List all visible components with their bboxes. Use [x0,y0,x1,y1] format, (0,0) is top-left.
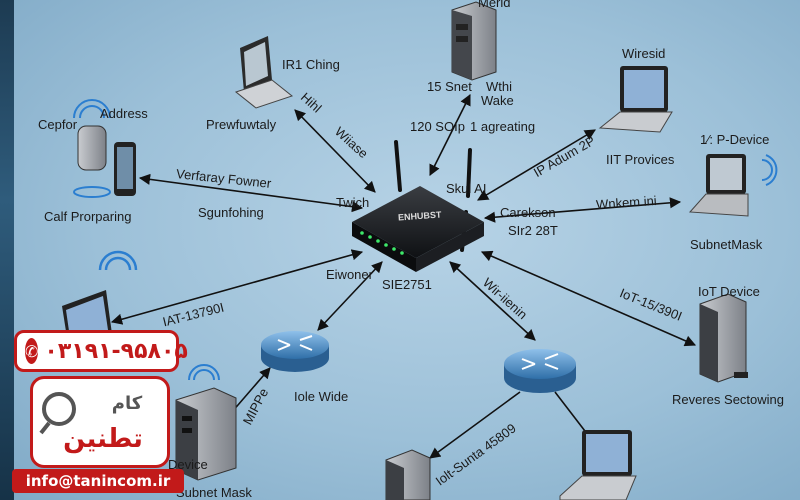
phone-icon: ✆ [25,338,39,364]
edge-switch-left [317,261,383,331]
edge-server-top [429,93,471,177]
laptop-topleft-label-1: IR1 Ching [282,57,340,72]
connection-lines [110,93,697,459]
hub-label: SIE2751 [382,277,432,292]
logo-main-text: تطنين [63,424,143,454]
edge-bottom-pc [429,391,521,459]
phone-left-label-2: Address [100,106,148,121]
laptop-bottom[interactable] [559,430,637,500]
pc-left-label-3: Subnet Mask [176,485,252,500]
iot-topright-label-1: 1∕: P-Device [700,132,770,147]
iot-device-right[interactable] [699,293,748,383]
edge-switch-right [449,261,536,341]
laptop-iot-topright[interactable] [688,154,778,217]
edge-iot-topright [483,197,682,223]
switch-right[interactable] [504,349,576,393]
edge-label-iot-tr-2: Carekson [500,205,556,220]
laptop-wiresid[interactable] [598,66,673,133]
edge-label-server-2: 1 agreating [470,119,536,134]
laptop-topleft[interactable] [234,36,294,109]
switch-left[interactable] [261,331,329,372]
router-hub[interactable] [352,140,484,272]
server-top[interactable] [451,1,497,81]
edge-label-iot-tr-3: SIr2 28T [508,223,558,238]
edge-label-hub-right: Skul AI [446,181,487,196]
switch-left-label: Iole Wide [294,389,349,404]
iot-topright-label-2: SubnetMask [690,237,763,252]
logo-sub-text: کام [112,393,143,414]
edge-wiresid [477,129,596,201]
pc-bottom[interactable] [385,449,431,500]
server-top-label-3: Wake [481,93,514,108]
edge-phone-left [138,173,364,213]
phone-left-label-3: Calf Prorparing [44,209,132,224]
phone-left-label-1: Cepfor [38,117,78,132]
server-top-title: Merid [478,0,511,10]
phone-number: ۰۳۱۹۱-۹۵۸۰۵ [44,338,188,364]
server-top-label-1: 15 Snet [427,79,472,94]
iot-right-label-1: IoT Device [698,284,760,299]
edge-iot-right [480,250,697,347]
wiresid-label-1: Wiresid [622,46,666,61]
email-text: info@tanincom.ir [25,472,171,490]
logo-mark: کام تطنين [39,392,143,454]
laptop-topleft-label-2: Prewfuwtaly [206,117,277,132]
server-top-label-2: Wthi [486,79,512,94]
brand-logo[interactable]: کام تطنين [30,376,170,468]
edge-laptop-left [110,249,364,325]
edge-label-phone-2: Sgunfohing [198,205,264,220]
iot-right-label-2: Reveres Sectowing [672,392,784,407]
edge-label-switch-left: Eiwoner [326,267,373,282]
phone-device-group[interactable] [73,99,136,198]
edge-label-server-1: 120 SOIp [410,119,465,134]
edge-label-phone-3: Twich [336,195,370,210]
pc-left-label-2: Device [168,457,208,472]
email-badge[interactable]: info@tanincom.ir [12,469,184,493]
wiresid-label-2: IIT Provices [606,152,675,167]
phone-number-badge[interactable]: ✆ ۰۳۱۹۱-۹۵۸۰۵ [14,330,188,372]
